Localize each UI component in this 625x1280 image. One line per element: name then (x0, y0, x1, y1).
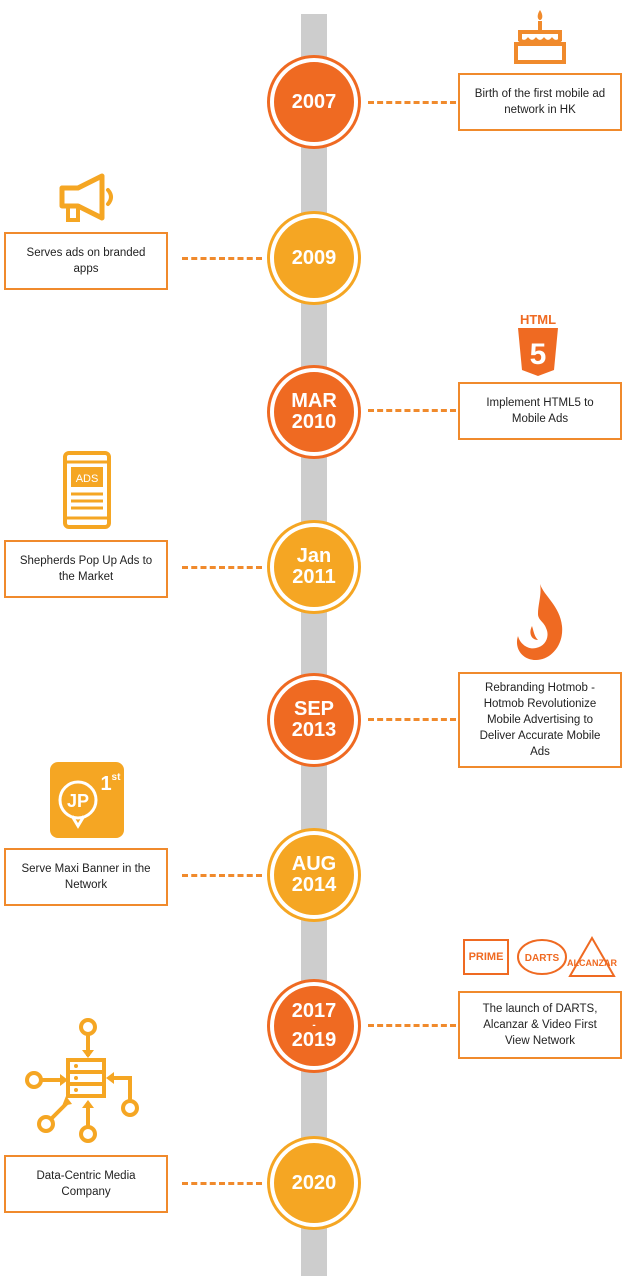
milestone-desc: Implement HTML5 to Mobile Ads (486, 396, 594, 425)
year-node-aug-2014: AUG 2014 (270, 831, 358, 919)
year-label-bottom: 2013 (291, 719, 337, 741)
milestone-desc: Data-Centric Media Company (36, 1169, 136, 1198)
html5-number: 5 (530, 338, 547, 371)
flame-icon (516, 584, 563, 660)
alcanzar-logo: ALCANZAR (567, 936, 617, 977)
year-label: 2007 (291, 90, 337, 113)
cake-icon (514, 10, 566, 64)
darts-logo: DARTS (517, 939, 567, 975)
year-label-bottom: 2011 (292, 566, 336, 588)
year-label-bottom: 2019 (291, 1029, 337, 1051)
milestone-box-aug-2014: Serve Maxi Banner in the Network (4, 848, 168, 906)
connector-dash (368, 409, 456, 412)
year-label-top: MAR (291, 390, 337, 412)
product-logos-icon: PRIME DARTS ALCANZAR (463, 936, 617, 977)
megaphone-icon (59, 173, 113, 222)
year-node-2017-2019: 2017 - 2019 (270, 982, 358, 1070)
year-separator: - (312, 1020, 316, 1031)
connector-dash (368, 101, 456, 104)
ads-text: ADS (76, 473, 99, 485)
milestone-box-2020: Data-Centric Media Company (4, 1155, 168, 1213)
milestone-box-2017-2019: The launch of DARTS, Alcanzar & Video Fi… (458, 991, 622, 1059)
milestone-box-jan-2011: Shepherds Pop Up Ads to the Market (4, 540, 168, 598)
year-label-top: Jan (296, 545, 332, 567)
year-label-top: AUG (291, 853, 337, 875)
milestone-box-sep-2013: Rebranding Hotmob - Hotmob Revolutionize… (458, 672, 622, 768)
html5-icon: HTML 5 (518, 312, 558, 376)
year-node-2020: 2020 (270, 1139, 358, 1227)
connector-dash (182, 566, 262, 569)
connector-dash (368, 718, 456, 721)
phone-ads-icon: ADS (63, 451, 111, 529)
milestone-desc: Serve Maxi Banner in the Network (21, 862, 151, 891)
darts-text: DARTS (525, 953, 560, 964)
year-label-top: 2017 (291, 1000, 337, 1022)
year-label: 2009 (291, 246, 337, 269)
first-suffix: st (112, 772, 122, 783)
milestone-box-2007: Birth of the first mobile ad network in … (458, 73, 622, 131)
data-network-icon (25, 1018, 139, 1143)
milestone-desc: Rebranding Hotmob - Hotmob Revolutionize… (479, 681, 601, 759)
jp-text: JP (67, 791, 89, 811)
year-node-jan-2011: Jan 2011 (270, 523, 358, 611)
connector-dash (182, 874, 262, 877)
connector-dash (368, 1024, 456, 1027)
year-node-mar-2010: MAR 2010 (270, 368, 358, 456)
milestone-box-2009: Serves ads on branded apps (4, 232, 168, 290)
prime-text: PRIME (469, 951, 504, 963)
milestone-box-mar-2010: Implement HTML5 to Mobile Ads (458, 382, 622, 440)
year-node-2007: 2007 (270, 58, 358, 146)
html-text: HTML (520, 312, 556, 327)
first-number: 1 (100, 773, 111, 795)
jp-badge-icon: JP 1 st (50, 762, 124, 838)
milestone-desc: The launch of DARTS, Alcanzar & Video Fi… (482, 1002, 598, 1048)
prime-logo: PRIME (463, 939, 509, 975)
year-label-top: SEP (293, 698, 335, 720)
year-label-bottom: 2010 (291, 411, 337, 433)
year-node-2009: 2009 (270, 214, 358, 302)
milestone-desc: Serves ads on branded apps (26, 246, 146, 275)
year-node-sep-2013: SEP 2013 (270, 676, 358, 764)
connector-dash (182, 257, 262, 260)
milestone-desc: Birth of the first mobile ad network in … (474, 87, 606, 116)
alcanzar-text: ALCANZAR (567, 958, 617, 968)
year-label-bottom: 2014 (291, 874, 337, 896)
connector-dash (182, 1182, 262, 1185)
timeline-spine (301, 14, 327, 1276)
year-label: 2020 (291, 1171, 337, 1194)
milestone-desc: Shepherds Pop Up Ads to the Market (19, 554, 153, 583)
